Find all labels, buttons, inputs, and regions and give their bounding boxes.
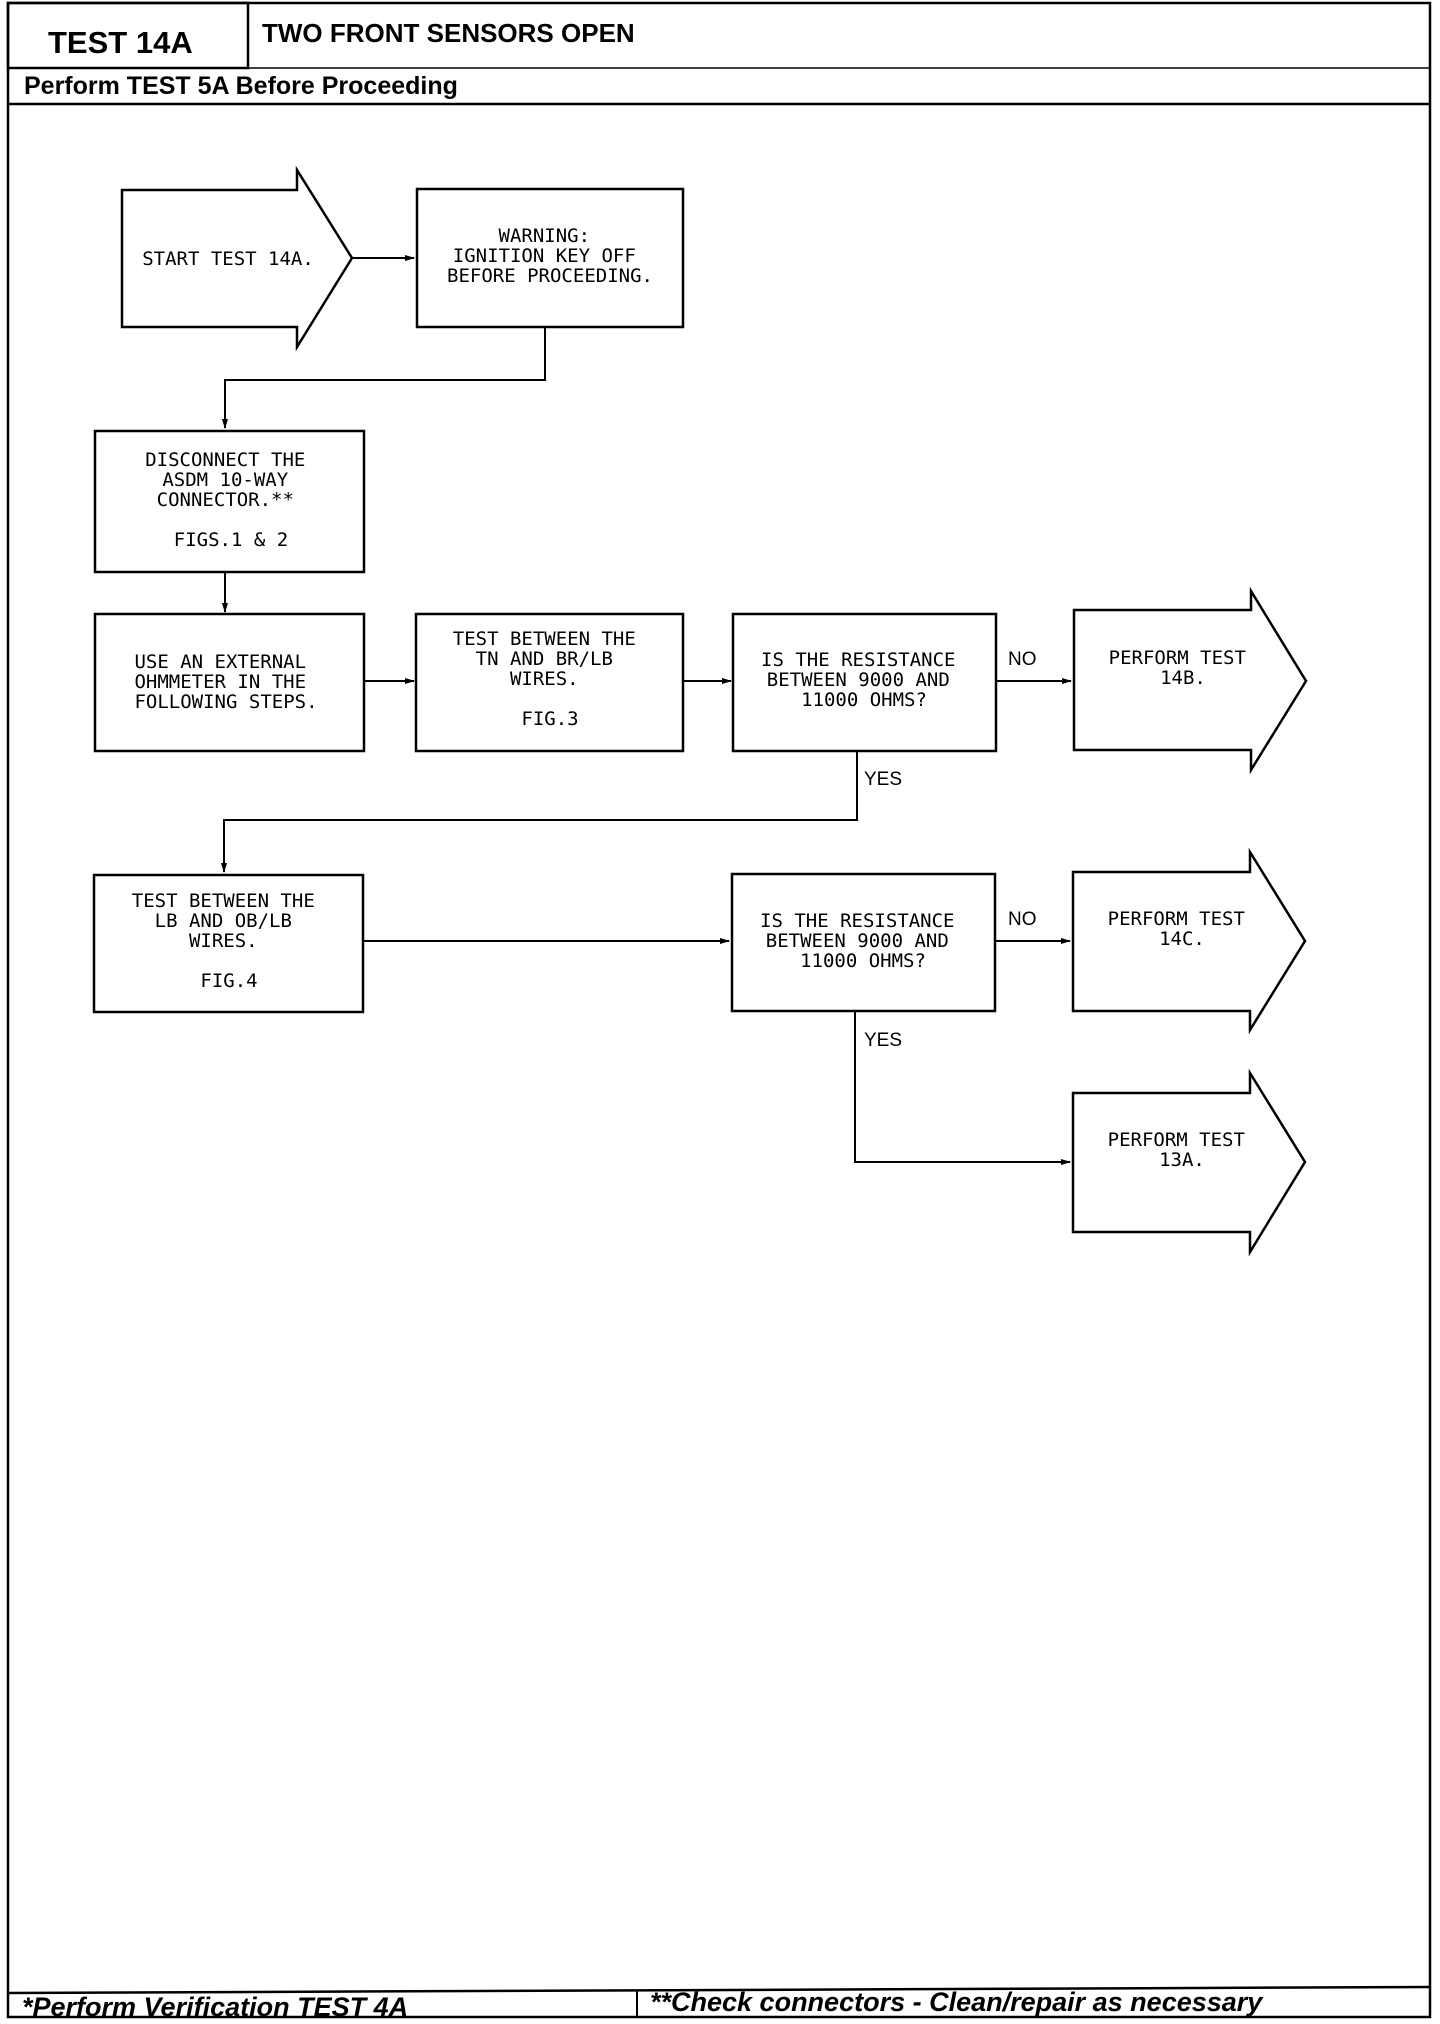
result-14b-line-2: 14B. xyxy=(1160,667,1206,689)
warning-line-2: IGNITION KEY OFF xyxy=(453,245,636,267)
start-arrow-shape xyxy=(120,165,354,352)
footer: *Perform Verification TEST 4A **Check co… xyxy=(7,1985,1431,2022)
result-14c-line-2: 14C. xyxy=(1159,928,1205,950)
result-14c-shape xyxy=(1071,847,1307,1035)
question-1-box xyxy=(731,612,998,753)
yes-label-2: YES xyxy=(864,1030,902,1051)
test-lb-line-1: TEST BETWEEN THE xyxy=(132,890,315,912)
disconnect-text: DISCONNECT THE ASDM 10-WAY CONNECTOR.** … xyxy=(145,449,317,551)
result-14b-text: PERFORM TEST 14B. xyxy=(1109,647,1258,689)
ohmmeter-box xyxy=(93,612,366,753)
disconnect-line-5: FIGS.1 & 2 xyxy=(174,529,288,551)
test-tn-line-3: WIRES. xyxy=(510,668,579,690)
result-14b-line-1: PERFORM TEST xyxy=(1109,647,1246,669)
header: TEST 14A TWO FRONT SENSORS OPEN Perform … xyxy=(6,1,1430,106)
result-14c-line-1: PERFORM TEST xyxy=(1108,908,1245,930)
test-id: TEST 14A xyxy=(48,25,193,60)
connector-question-2-yes xyxy=(854,1011,1071,1165)
question-1-text: IS THE RESISTANCE BETWEEN 9000 AND 11000… xyxy=(761,649,967,711)
test-tn-box xyxy=(414,612,685,753)
connectors xyxy=(221,255,1072,1165)
ohmmeter-line-3: FOLLOWING STEPS. xyxy=(134,691,317,713)
warning-box xyxy=(415,187,685,329)
result-13a-line-1: PERFORM TEST xyxy=(1108,1129,1245,1151)
test-tn-line-5: FIG.3 xyxy=(521,708,578,730)
footer-top-line xyxy=(7,1985,1431,1995)
result-13a-shape xyxy=(1071,1068,1307,1257)
footer-left-note: *Perform Verification TEST 4A xyxy=(22,1992,408,2022)
page-frame xyxy=(6,1,1432,2019)
page-title: TWO FRONT SENSORS OPEN xyxy=(262,18,635,48)
test-lb-box xyxy=(92,873,365,1014)
ohmmeter-line-2: OHMMETER IN THE xyxy=(134,671,306,693)
disconnect-line-3: CONNECTOR.** xyxy=(157,489,294,511)
connector-warning-disconnect xyxy=(222,328,546,429)
result-13a-line-2: 13A. xyxy=(1159,1149,1205,1171)
test-tn-text: TEST BETWEEN THE TN AND BR/LB WIRES. FIG… xyxy=(453,628,647,730)
subheader: Perform TEST 5A Before Proceeding xyxy=(24,72,458,100)
start-text: START TEST 14A. xyxy=(142,248,314,270)
warning-line-1: WARNING: xyxy=(499,225,591,247)
test-lb-line-3: WIRES. xyxy=(189,930,258,952)
question-2-line-3: 11000 OHMS? xyxy=(800,950,926,972)
no-label-2: NO xyxy=(1008,909,1037,930)
disconnect-box xyxy=(93,429,366,574)
warning-line-3: BEFORE PROCEEDING. xyxy=(447,265,653,287)
question-2-box xyxy=(730,872,997,1013)
test-tn-line-1: TEST BETWEEN THE xyxy=(453,628,636,650)
question-2-text: IS THE RESISTANCE BETWEEN 9000 AND 11000… xyxy=(760,910,966,972)
ohmmeter-text: USE AN EXTERNAL OHMMETER IN THE FOLLOWIN… xyxy=(134,651,317,713)
test-lb-text: TEST BETWEEN THE LB AND OB/LB WIRES. FIG… xyxy=(132,890,326,992)
question-1-line-1: IS THE RESISTANCE xyxy=(761,649,955,671)
test-tn-line-2: TN AND BR/LB xyxy=(476,648,613,670)
question-1-line-2: BETWEEN 9000 AND xyxy=(767,669,950,691)
test-lb-line-2: LB AND OB/LB xyxy=(155,910,292,932)
question-2-line-1: IS THE RESISTANCE xyxy=(760,910,954,932)
result-14b-shape xyxy=(1072,586,1308,775)
connector-question-1-yes xyxy=(221,750,858,873)
ohmmeter-line-1: USE AN EXTERNAL xyxy=(134,651,306,673)
no-label-1: NO xyxy=(1008,649,1037,670)
result-14c-text: PERFORM TEST 14C. xyxy=(1108,908,1257,950)
result-13a-text: PERFORM TEST 13A. xyxy=(1108,1129,1257,1171)
warning-text: WARNING: IGNITION KEY OFF BEFORE PROCEED… xyxy=(447,225,653,287)
yes-label-1: YES xyxy=(864,769,902,790)
question-2-line-2: BETWEEN 9000 AND xyxy=(766,930,949,952)
disconnect-line-1: DISCONNECT THE xyxy=(145,449,305,471)
disconnect-line-2: ASDM 10-WAY xyxy=(162,469,288,491)
test-lb-line-5: FIG.4 xyxy=(200,970,257,992)
question-1-line-3: 11000 OHMS? xyxy=(801,689,927,711)
footer-right-note: **Check connectors - Clean/repair as nec… xyxy=(650,1987,1264,2017)
